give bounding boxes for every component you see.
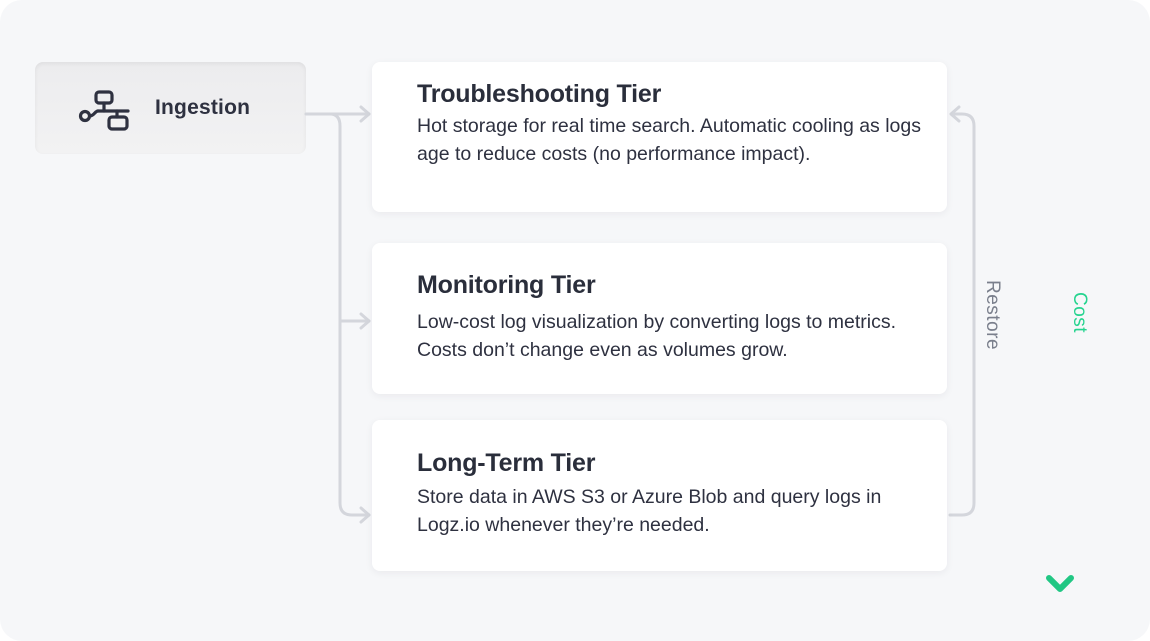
tier-description: Hot storage for real time search. Automa…	[417, 115, 921, 165]
tier-description: Low-cost log visualization by converting…	[417, 311, 897, 361]
ingestion-arrows	[304, 105, 371, 524]
tier-title: Long-Term Tier	[417, 449, 596, 477]
tier-title: Troubleshooting Tier	[417, 80, 662, 108]
tier-description: Store data in AWS S3 or Azure Blob and q…	[417, 486, 882, 536]
restore-arrow	[948, 105, 976, 517]
ingestion-node	[35, 62, 306, 154]
tier-card-long-term: Long-Term Tier Store data in AWS S3 or A…	[372, 420, 947, 571]
cost-arrow	[1046, 57, 1074, 592]
tier-card-monitoring: Monitoring Tier Low-cost log visualizati…	[372, 243, 947, 394]
cost-label: Cost	[1069, 292, 1090, 334]
tier-card-troubleshooting: Troubleshooting Tier Hot storage for rea…	[372, 62, 947, 212]
network-flow-icon	[78, 90, 130, 131]
tier-title: Monitoring Tier	[417, 271, 596, 299]
restore-label: Restore	[982, 280, 1003, 351]
ingestion-label: Ingestion	[155, 96, 251, 119]
